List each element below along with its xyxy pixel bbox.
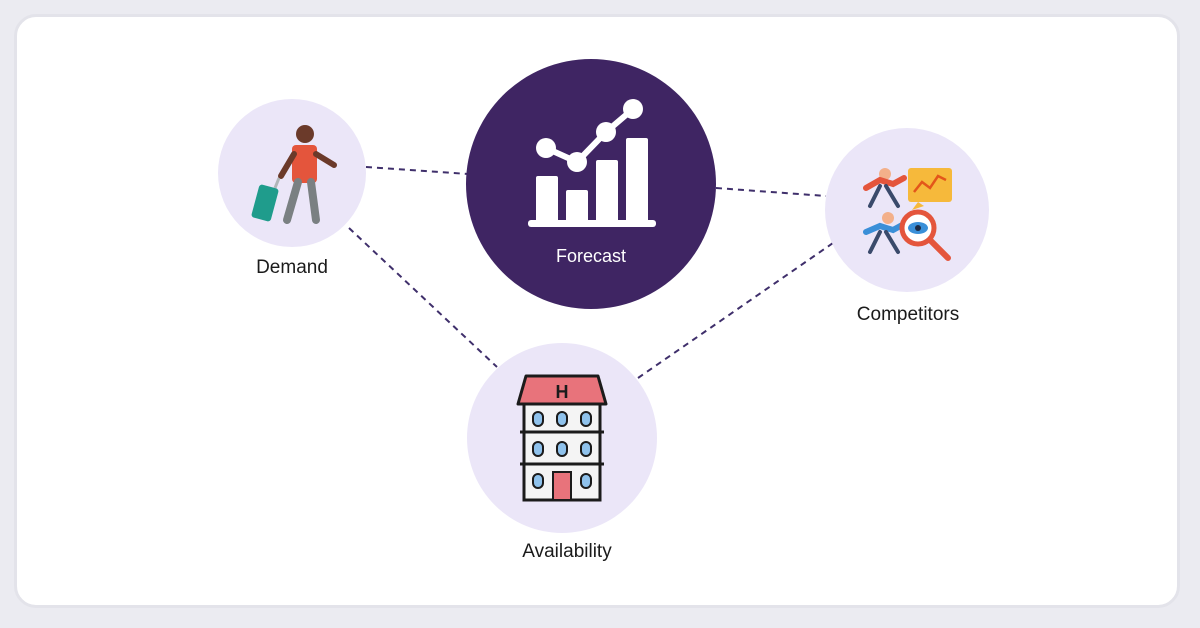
availability-label: Availability [522,541,612,562]
competitors-label: Competitors [856,304,960,325]
hotel-building-icon: H [516,374,608,502]
traveler-with-suitcase-icon [251,125,337,224]
competitor-analysis-icon [863,168,952,261]
connectors [348,166,834,379]
svg-text:H: H [556,382,569,402]
demand-label: Demand [256,257,328,278]
connector-demand-forecast [365,166,469,175]
forecast-label: Forecast [555,246,627,266]
forecast-node [466,59,716,309]
connector-forecast-competitors [715,187,827,197]
competitors-node [825,128,989,292]
bar-chart-trend-icon [528,99,656,227]
connector-demand-availability [348,227,498,368]
